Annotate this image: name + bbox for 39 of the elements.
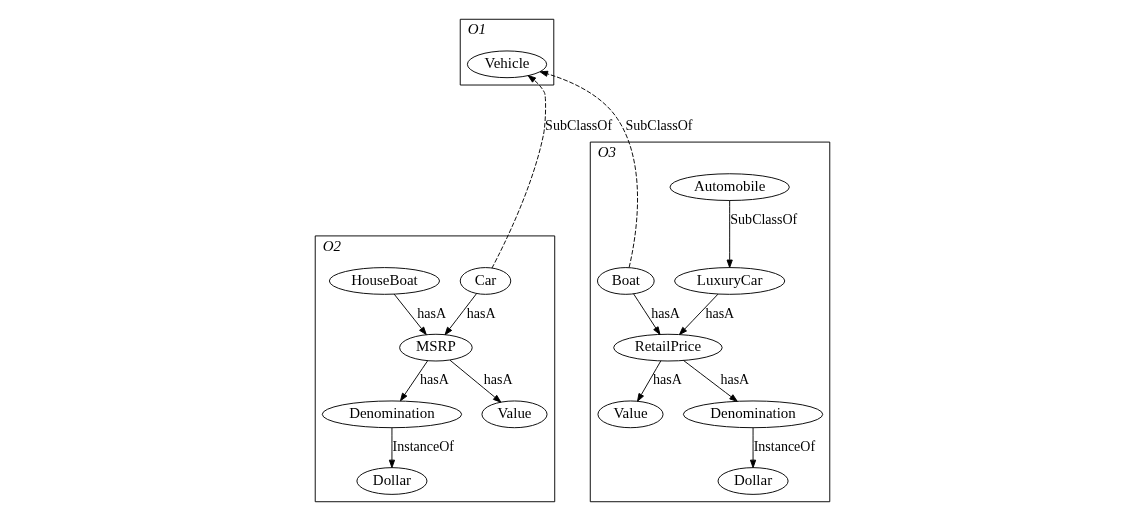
edge-label: SubClassOf (625, 116, 693, 133)
arrow (444, 293, 477, 336)
edge-label: SubClassOf (729, 210, 797, 227)
node-ellipse: Denomination (682, 400, 823, 429)
arrow (399, 360, 428, 402)
node-ellipse: RetailPrice (612, 333, 723, 362)
node-ellipse: Dollar (717, 467, 789, 495)
arrow (388, 427, 395, 469)
edge-label: hasA (466, 304, 496, 321)
arrow (749, 427, 756, 469)
arrow (539, 70, 638, 268)
node-ellipse: MSRP (398, 333, 473, 362)
node-ellipse: Value (480, 400, 547, 429)
arrow (393, 293, 427, 336)
edge-label: hasA (652, 371, 682, 388)
node-ellipse: Boat (596, 267, 655, 295)
edge-label: hasA (704, 304, 734, 321)
arrow (726, 200, 733, 268)
edge-label: hasA (719, 371, 749, 388)
arrow (636, 360, 661, 402)
edge-label: hasA (483, 371, 513, 388)
arrow (678, 293, 719, 336)
edge-label: hasA (650, 304, 680, 321)
node-ellipse: Value (597, 400, 664, 429)
node-ellipse: Automobile (669, 173, 790, 201)
edge-label: hasA (419, 371, 449, 388)
node-ellipse: Dollar (355, 467, 427, 495)
arrow (682, 360, 738, 402)
arrow (632, 293, 660, 335)
node-ellipse: LuxuryCar (673, 267, 785, 295)
edge-label: SubClassOf (544, 116, 612, 133)
edge-label: hasA (416, 304, 446, 321)
node-ellipse: Denomination (321, 400, 462, 429)
edge-label: InstanceOf (753, 437, 815, 454)
arrow (449, 359, 501, 403)
edge-label: InstanceOf (392, 437, 454, 454)
node-ellipse: HouseBoat (328, 267, 440, 295)
node-ellipse: Car (459, 267, 511, 295)
arrow (491, 75, 546, 269)
